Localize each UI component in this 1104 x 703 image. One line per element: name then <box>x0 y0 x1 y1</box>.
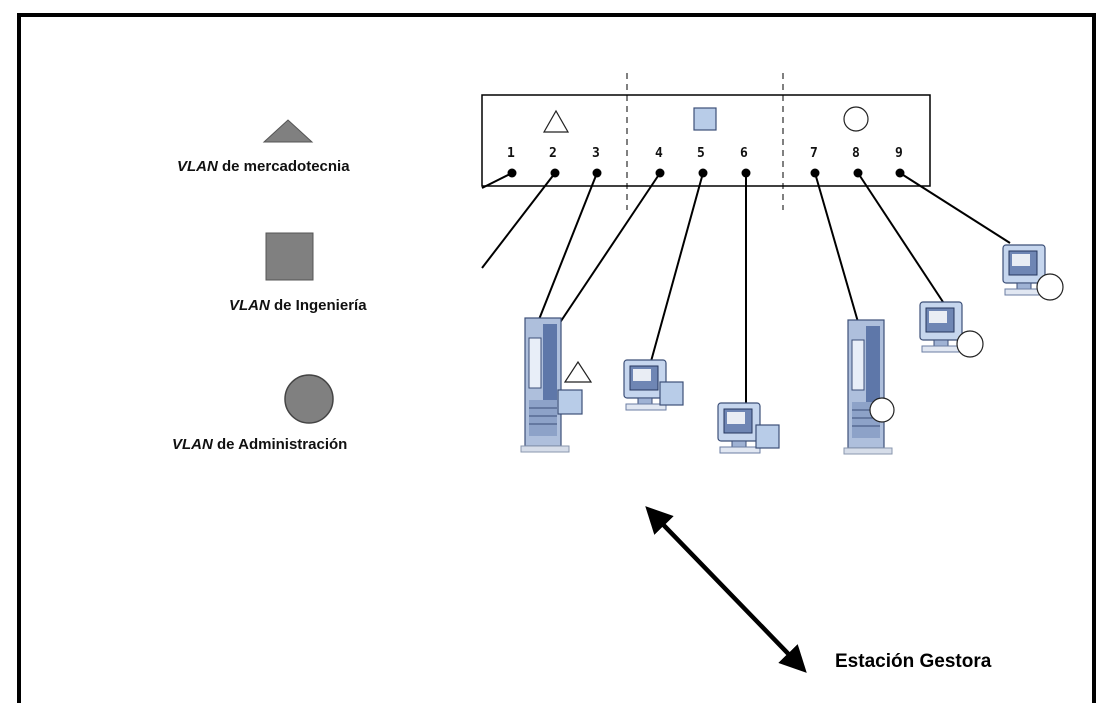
port-label: 7 <box>810 146 818 161</box>
legend-label-engineering: VLAN de Ingeniería <box>229 297 367 314</box>
port-label: 4 <box>655 146 663 161</box>
legend-circle-icon <box>284 374 334 424</box>
switch-circle-icon <box>843 106 869 132</box>
legend-label-administration: VLAN de Administración <box>172 436 347 453</box>
port-label: 3 <box>592 146 600 161</box>
port-label: 1 <box>507 146 515 161</box>
server-icon <box>520 317 593 453</box>
port-label: 9 <box>895 146 903 161</box>
switch-square-icon <box>693 107 717 131</box>
legend-label-italic: VLAN <box>229 297 270 314</box>
management-arrow <box>645 506 807 673</box>
port-label: 6 <box>740 146 748 161</box>
workstation-icon <box>717 402 780 454</box>
port-label: 5 <box>697 146 705 161</box>
workstation-icon <box>623 359 684 411</box>
port-label: 8 <box>852 146 860 161</box>
workstation-icon <box>1002 244 1064 301</box>
legend-square-icon <box>265 232 314 281</box>
legend-label-text: de Administración <box>212 436 348 453</box>
switch-triangle-icon <box>542 109 570 133</box>
workstation-icon <box>919 301 984 358</box>
legend-label-marketing: VLAN de mercadotecnia <box>177 158 350 175</box>
port-label: 2 <box>549 146 557 161</box>
legend-label-text: de mercadotecnia <box>217 158 350 175</box>
server-icon <box>843 319 895 455</box>
legend-triangle-icon <box>262 119 314 143</box>
port-dots <box>507 168 905 178</box>
management-station-label: Estación Gestora <box>835 651 992 672</box>
legend-label-italic: VLAN <box>172 436 213 453</box>
legend-label-text: de Ingeniería <box>269 297 367 314</box>
cables <box>481 172 1011 408</box>
legend-label-italic: VLAN <box>177 158 218 175</box>
